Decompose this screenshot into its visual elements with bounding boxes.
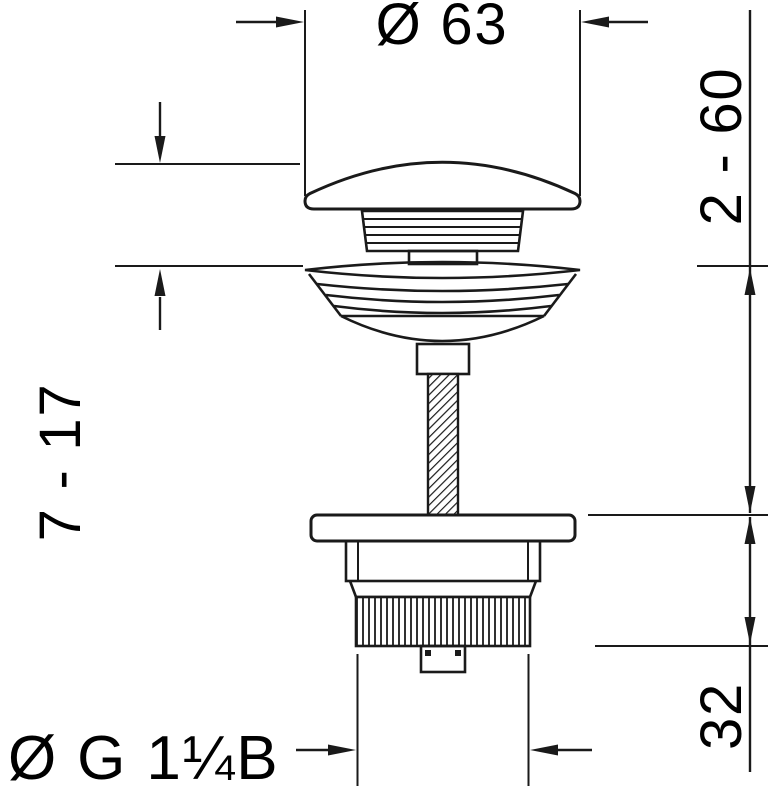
valve-body: [344, 539, 542, 599]
collar-stem: [407, 249, 479, 266]
dim-body-height: 32: [595, 517, 768, 772]
flange-bowl: [340, 314, 545, 343]
external-thread: [354, 595, 532, 648]
plate-outline: [309, 513, 577, 543]
tab-outline: [419, 644, 467, 674]
dim-arrow-down-icon: [744, 486, 756, 513]
dim-cap-diameter: Ø 63: [236, 0, 648, 196]
cap-diameter-label: Ø 63: [376, 0, 509, 57]
thread-spec-label: Ø G 1¼B: [8, 724, 279, 793]
flange-rim: [304, 260, 581, 280]
flange-ring-line: [333, 304, 552, 315]
valve-cap: [303, 160, 582, 211]
height-range-label: 7 - 17: [28, 383, 93, 542]
dim-thread-spec: Ø G 1¼B: [8, 654, 592, 793]
collar-outline: [360, 209, 525, 253]
tab-mark-left: [425, 650, 431, 656]
flange-nut: [415, 342, 471, 376]
dim-clamping-range: 2 - 60: [588, 10, 768, 516]
dim-arrow-left-icon: [530, 744, 558, 756]
dim-arrow-right-icon: [276, 16, 304, 28]
body-block: [344, 539, 542, 583]
dim-arrow-down-icon: [744, 617, 756, 644]
dim-arrow-up-icon: [154, 269, 166, 296]
flange-ring-line: [316, 282, 569, 293]
cap-outline: [303, 160, 582, 211]
flange-side-left: [307, 273, 343, 317]
dim-height-range: 7 - 17: [28, 102, 303, 541]
body-taper-left: [348, 580, 358, 598]
flange-side-right: [542, 273, 578, 317]
rod-threaded-shaft: [426, 372, 460, 517]
clamping-range-label: 2 - 60: [689, 67, 754, 226]
body-height-label: 32: [689, 682, 754, 750]
tab-mark-right: [455, 650, 461, 656]
mounting-plate: [309, 513, 577, 543]
body-taper-right: [528, 580, 538, 598]
valve: [303, 160, 582, 674]
dim-arrow-right-icon: [328, 744, 356, 756]
thread-section: [354, 595, 532, 648]
dim-arrow-up-icon: [744, 268, 756, 295]
flange: [304, 260, 581, 376]
bottom-tab: [419, 644, 467, 674]
dim-arrow-left-icon: [581, 16, 609, 28]
flange-ring-line: [325, 293, 560, 304]
upper-thread-collar: [360, 209, 525, 266]
dim-arrow-up-icon: [744, 517, 756, 544]
dim-arrow-down-icon: [154, 136, 166, 163]
connecting-rod: [426, 372, 460, 517]
